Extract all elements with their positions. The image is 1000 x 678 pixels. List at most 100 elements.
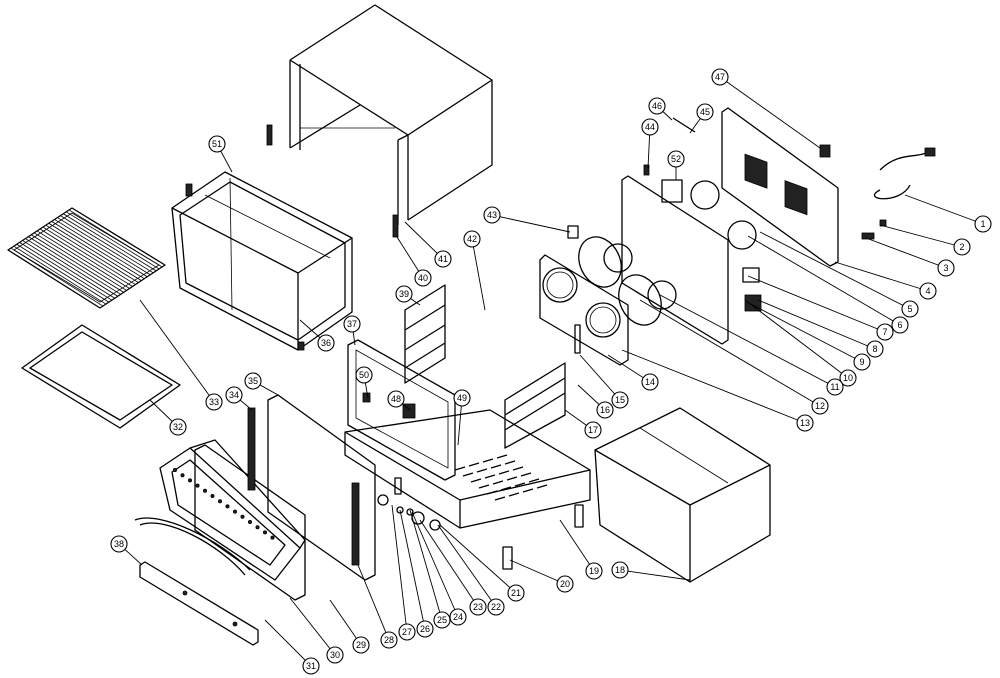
door-hole: [187, 478, 192, 483]
leader-line-13: [621, 349, 806, 424]
callout-number: 23: [473, 602, 483, 612]
door-hole: [262, 530, 267, 535]
vent-slot: [522, 488, 534, 493]
back-panel: [621, 175, 729, 345]
leader-line-19: [559, 519, 595, 572]
callout-7: 7: [876, 323, 894, 341]
callout-number: 21: [511, 588, 521, 598]
leader-line-20: [509, 559, 566, 585]
vent-slot: [514, 482, 526, 487]
callout-number: 19: [589, 566, 599, 576]
door-hole: [172, 467, 177, 472]
callout-number: 15: [615, 395, 625, 405]
callout-number: 26: [420, 624, 430, 634]
vent-slot: [484, 474, 496, 479]
callout-number: 40: [418, 273, 428, 283]
rack-bar: [36, 230, 130, 289]
callout-number: 49: [457, 393, 467, 403]
rack-bar: [54, 219, 148, 278]
callout-12: 12: [811, 397, 829, 415]
vent-slot: [492, 480, 504, 485]
vent-slot: [512, 466, 524, 471]
callout-number: 5: [907, 304, 912, 314]
callout-46: 46: [648, 97, 666, 115]
callout-number: 2: [959, 242, 964, 252]
leader-line-26: [399, 509, 426, 630]
callout-49: 49: [453, 389, 471, 407]
callout-number: 52: [671, 154, 681, 164]
callout-number: 4: [925, 286, 930, 296]
rack-bar: [57, 217, 151, 276]
vent-slot: [496, 454, 508, 459]
callout-52: 52: [667, 150, 685, 168]
callout-51: 51: [208, 135, 226, 153]
callout-number: 51: [212, 139, 222, 149]
callout-6: 6: [891, 316, 909, 334]
callout-number: 3: [943, 263, 948, 273]
vent-slot: [462, 472, 474, 477]
vent-slot: [498, 470, 510, 475]
callout-20: 20: [556, 575, 574, 593]
base-plate: [344, 409, 591, 570]
callout-36: 36: [317, 334, 335, 352]
callout-number: 8: [872, 344, 877, 354]
callout-number: 36: [321, 338, 331, 348]
leader-line-3: [865, 237, 947, 269]
callout-32: 32: [169, 418, 187, 436]
callout-18: 18: [611, 561, 629, 579]
callout-number: 37: [347, 319, 357, 329]
callout-19: 19: [585, 562, 603, 580]
callout-number: 27: [402, 627, 412, 637]
callout-number: 9: [859, 357, 864, 367]
leader-line-1: [904, 194, 984, 225]
vent-slot: [470, 478, 482, 483]
callout-50: 50: [355, 366, 373, 384]
vent-slot: [482, 458, 494, 463]
rack-bar: [31, 234, 124, 293]
callout-number: 43: [487, 210, 497, 220]
rack-bar: [25, 238, 118, 297]
knobs: [377, 494, 441, 531]
leader-line-15: [579, 354, 621, 401]
callout-number: 18: [615, 565, 625, 575]
callout-48: 48: [387, 390, 405, 408]
callout-number: 1: [980, 219, 985, 229]
control-strip: [139, 561, 259, 646]
callout-bubbles: 1234567891011121314151617181920212223242…: [110, 68, 992, 675]
callout-45: 45: [696, 103, 714, 121]
callout-number: 41: [438, 254, 448, 264]
callout-37: 37: [343, 315, 361, 333]
leader-line-4: [834, 261, 929, 292]
leader-line-18: [619, 569, 691, 581]
leader-line-43: [491, 214, 571, 233]
rack-bar: [13, 245, 107, 305]
door-hole: [255, 525, 260, 530]
callout-number: 48: [391, 394, 401, 404]
callout-21: 21: [507, 584, 525, 602]
callout-25: 25: [433, 611, 451, 629]
door-hole: [240, 514, 245, 519]
door-hole: [180, 473, 185, 478]
rack-bar: [28, 236, 121, 295]
callout-43: 43: [483, 206, 501, 224]
callout-14: 14: [641, 373, 659, 391]
rack-bar: [48, 222, 142, 281]
callout-number: 50: [359, 370, 369, 380]
rack-bar: [42, 226, 136, 285]
callout-number: 22: [491, 602, 501, 612]
side-rails-upper: [404, 284, 446, 384]
rack-bar: [22, 240, 115, 299]
callout-11: 11: [826, 378, 844, 396]
callout-number: 20: [560, 579, 570, 589]
front-door: [134, 439, 306, 581]
vent-slot: [486, 490, 498, 495]
vent-slot: [468, 462, 480, 467]
side-casing: [594, 407, 771, 583]
callout-38: 38: [110, 535, 128, 553]
leader-line-21: [439, 524, 517, 594]
callout-number: 35: [248, 376, 258, 386]
callout-39: 39: [395, 285, 413, 303]
callout-number: 24: [453, 612, 463, 622]
callout-number: 11: [830, 382, 839, 392]
